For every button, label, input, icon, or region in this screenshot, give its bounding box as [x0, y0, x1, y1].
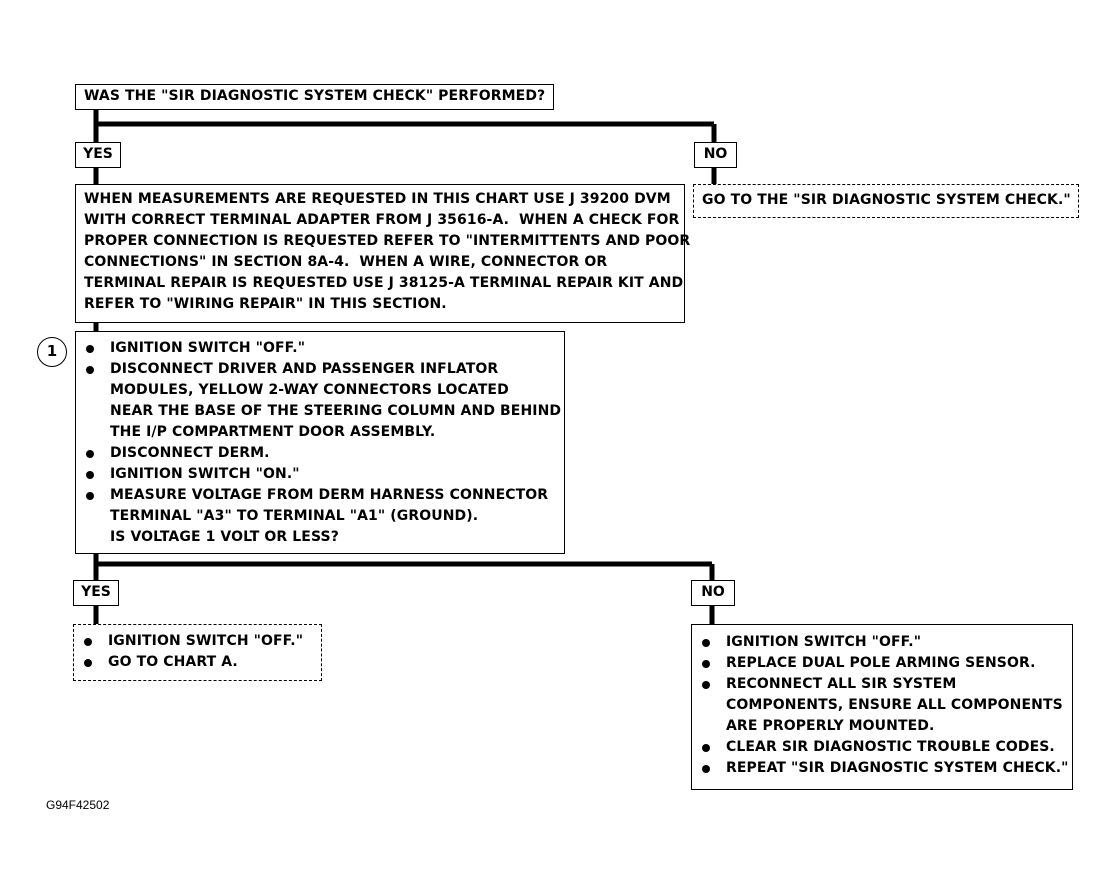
yes2-list: IGNITION SWITCH "OFF."GO TO CHART A.	[82, 631, 313, 673]
figure-id: G94F42502	[46, 798, 110, 812]
no-label-1: NO	[694, 142, 737, 168]
go-to-sir-check-box: GO TO THE "SIR DIAGNOSTIC SYSTEM CHECK."	[693, 184, 1079, 218]
step-number-badge: 1	[37, 337, 67, 367]
no2-action-box: IGNITION SWITCH "OFF."REPLACE DUAL POLE …	[691, 624, 1073, 790]
bullet-item: IGNITION SWITCH "OFF."	[82, 631, 313, 652]
bullet-item: IGNITION SWITCH "OFF."	[700, 632, 1064, 653]
step1-list: IGNITION SWITCH "OFF."DISCONNECT DRIVER …	[84, 338, 561, 548]
bullet-item: GO TO CHART A.	[82, 652, 313, 673]
bullet-item: REPLACE DUAL POLE ARMING SENSOR.	[700, 653, 1064, 674]
bullet-item: IGNITION SWITCH "OFF."	[84, 338, 556, 359]
bullet-item: CLEAR SIR DIAGNOSTIC TROUBLE CODES.	[700, 737, 1064, 758]
yes-label-1: YES	[75, 142, 121, 168]
bullet-item: IGNITION SWITCH "ON."	[84, 464, 556, 485]
bullet-item: DISCONNECT DRIVER AND PASSENGER INFLATOR…	[84, 359, 561, 443]
step1-box: IGNITION SWITCH "OFF."DISCONNECT DRIVER …	[75, 331, 565, 554]
instructions-box: WHEN MEASUREMENTS ARE REQUESTED IN THIS …	[75, 184, 691, 323]
bullet-item: DISCONNECT DERM.	[84, 443, 556, 464]
yes-label-2: YES	[73, 580, 119, 606]
yes2-action-box: IGNITION SWITCH "OFF."GO TO CHART A.	[73, 624, 322, 681]
bullet-item: MEASURE VOLTAGE FROM DERM HARNESS CONNEC…	[84, 485, 556, 548]
no2-list: IGNITION SWITCH "OFF."REPLACE DUAL POLE …	[700, 632, 1068, 779]
no-label-2: NO	[691, 580, 735, 606]
instructions-text: WHEN MEASUREMENTS ARE REQUESTED IN THIS …	[84, 191, 691, 312]
question-sir-check-performed: WAS THE "SIR DIAGNOSTIC SYSTEM CHECK" PE…	[75, 84, 554, 110]
bullet-item: REPEAT "SIR DIAGNOSTIC SYSTEM CHECK."	[700, 758, 1068, 779]
bullet-item: RECONNECT ALL SIR SYSTEM COMPONENTS, ENS…	[700, 674, 1064, 737]
